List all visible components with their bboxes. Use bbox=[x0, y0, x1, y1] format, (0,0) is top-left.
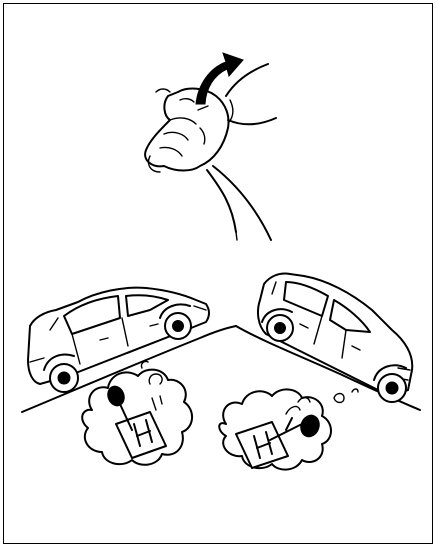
parking-brake-lever-illustration bbox=[145, 53, 276, 240]
pull-direction-arrow-icon bbox=[196, 53, 243, 104]
uphill-bubble-connector bbox=[149, 374, 162, 384]
uphill-gear-bubble bbox=[82, 361, 192, 464]
lever-rod bbox=[207, 170, 236, 232]
downhill-gear-knob-icon bbox=[298, 413, 322, 440]
gripping-hand-icon bbox=[145, 89, 228, 171]
downhill-gear-bubble bbox=[219, 389, 358, 470]
uphill-car-illustration bbox=[22, 288, 236, 412]
downhill-car-illustration bbox=[236, 273, 420, 410]
downhill-bubble-connector bbox=[334, 394, 344, 403]
